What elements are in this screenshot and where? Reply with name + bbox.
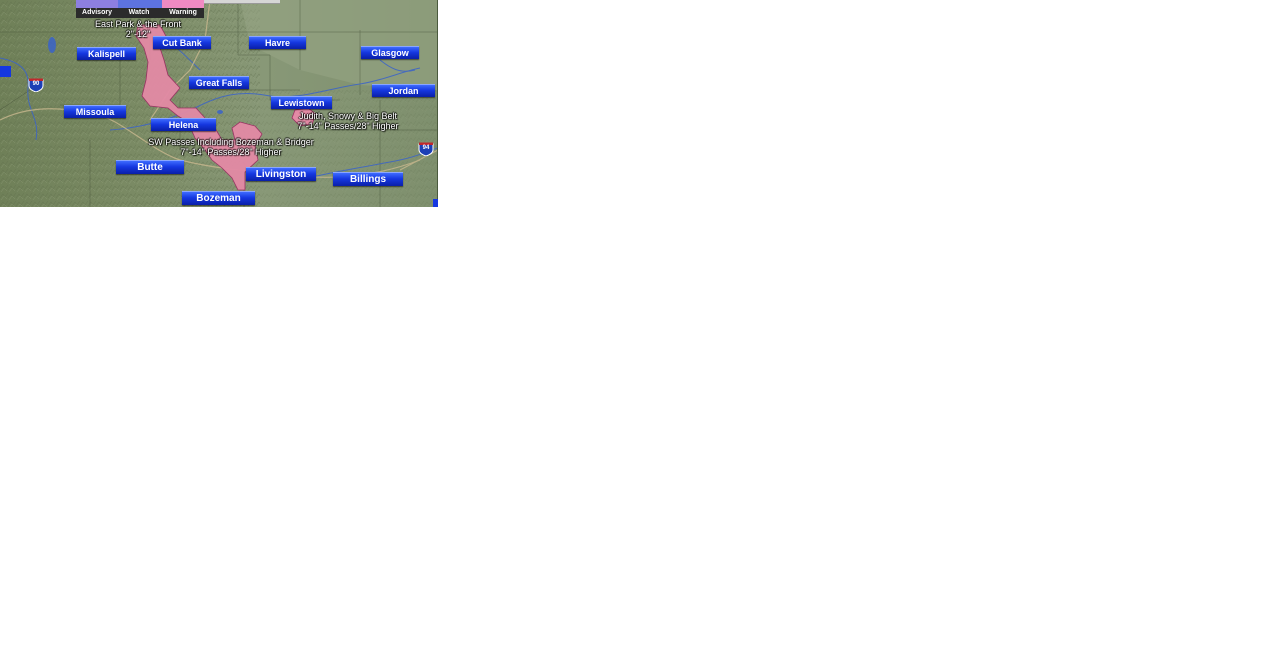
city-label-butte: Butte [116, 160, 184, 174]
weather-map: Advisory Watch Warning East Park & the F… [0, 0, 438, 207]
city-label-glasgow: Glasgow [361, 46, 419, 59]
interstate-94-shield: 94 [418, 142, 434, 157]
legend-topbar [204, 0, 280, 4]
legend-watch-swatch [118, 0, 162, 8]
legend-advisory-swatch [76, 0, 118, 8]
interstate-90-number: 90 [32, 81, 40, 87]
city-label-havre: Havre [249, 36, 306, 49]
annotation-sw-passes: SW Passes Including Bozeman & Bridger 7"… [144, 137, 318, 157]
partial-city-label-left [0, 66, 11, 77]
annotation-east-park-line2: 2"-12" [125, 29, 151, 39]
legend: Advisory Watch Warning [76, 8, 204, 18]
legend-warning-swatch [162, 0, 204, 8]
legend-advisory-label: Advisory [82, 9, 112, 16]
annotation-judith-line2: 7"-14" Passes/28" Higher [297, 121, 399, 131]
interstate-94-number: 94 [422, 145, 430, 151]
city-label-helena: Helena [151, 118, 216, 131]
city-label-livingston: Livingston [246, 167, 316, 181]
city-label-great-falls: Great Falls [189, 76, 249, 89]
city-label-jordan: Jordan [372, 84, 435, 97]
city-label-cut-bank: Cut Bank [153, 36, 211, 49]
annotation-east-park-line1: East Park & the Front [94, 19, 182, 29]
city-label-bozeman: Bozeman [182, 191, 255, 205]
warning-zone [135, 24, 263, 191]
partial-city-label-right [433, 199, 438, 207]
annotation-sw-passes-line1: SW Passes Including Bozeman & Bridger [148, 137, 314, 147]
legend-watch-label: Watch [128, 9, 150, 16]
city-label-missoula: Missoula [64, 105, 126, 118]
terrain-map [0, 0, 438, 207]
city-label-billings: Billings [333, 172, 403, 186]
city-label-kalispell: Kalispell [77, 47, 136, 60]
annotation-east-park: East Park & the Front 2"-12" [82, 19, 194, 39]
annotation-judith: Judith, Snowy & Big Belt 7"-14" Passes/2… [288, 111, 408, 131]
annotation-judith-line1: Judith, Snowy & Big Belt [298, 111, 398, 121]
annotation-sw-passes-line2: 7"-14" Passes/28" Higher [180, 147, 282, 157]
legend-warning-label: Warning [169, 9, 197, 16]
interstate-90-shield: 90 [28, 78, 44, 93]
city-label-lewistown: Lewistown [271, 96, 332, 109]
